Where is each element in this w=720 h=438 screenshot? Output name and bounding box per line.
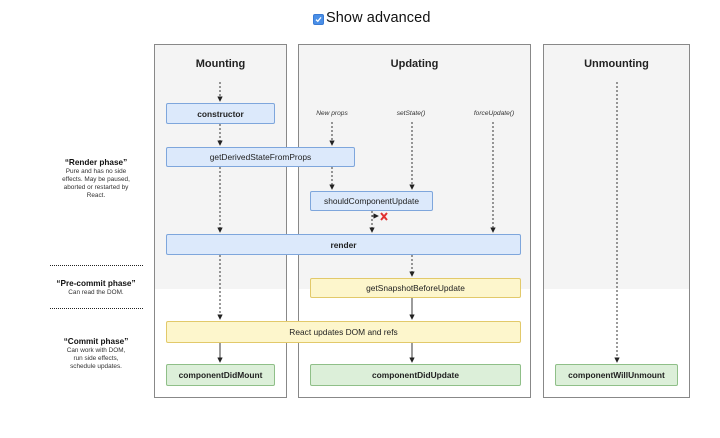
should-component-update-box: shouldComponentUpdate [310,191,433,211]
stop-x-icon [380,212,388,221]
mounting-title: Mounting [195,58,246,70]
precommit-phase-label: “Pre-commit phase” Can read the DOM. [36,279,156,297]
get-snapshot-box: getSnapshotBeforeUpdate [310,278,521,298]
phase-separator [50,308,143,309]
component-did-mount-box: componentDidMount [166,364,275,386]
render-phase-label: “Render phase” Pure and has no side effe… [36,158,156,200]
precommit-phase-title: “Pre-commit phase” [56,279,136,288]
constructor-box: constructor [166,103,275,124]
component-will-unmount-box: componentWillUnmount [555,364,678,386]
show-advanced-label: Show advanced [326,10,431,26]
force-update-trigger: forceUpdate() [473,110,515,117]
render-phase-title: “Render phase” [64,158,128,167]
show-advanced-checkbox[interactable] [313,13,324,25]
new-props-trigger: New props [316,110,348,117]
component-did-update-box: componentDidUpdate [310,364,521,386]
commit-phase-title: “Commit phase” [63,337,129,346]
checkmark-icon [315,16,322,22]
updating-title: Updating [390,58,439,70]
show-advanced-toggle[interactable]: Show advanced [313,8,431,28]
commit-phase-description: Can work with DOM, run side effects, sch… [66,347,126,370]
get-derived-state-box: getDerivedStateFromProps [166,147,355,167]
unmounting-column [543,44,690,398]
render-box: render [166,234,521,255]
unmounting-title: Unmounting [584,58,649,70]
phase-separator [50,265,143,266]
react-updates-box: React updates DOM and refs [166,321,521,343]
set-state-trigger: setState() [396,110,426,117]
render-phase-description: Pure and has no side effects. May be pau… [62,168,130,199]
commit-phase-label: “Commit phase” Can work with DOM, run si… [36,337,156,371]
precommit-phase-description: Can read the DOM. [68,289,124,296]
